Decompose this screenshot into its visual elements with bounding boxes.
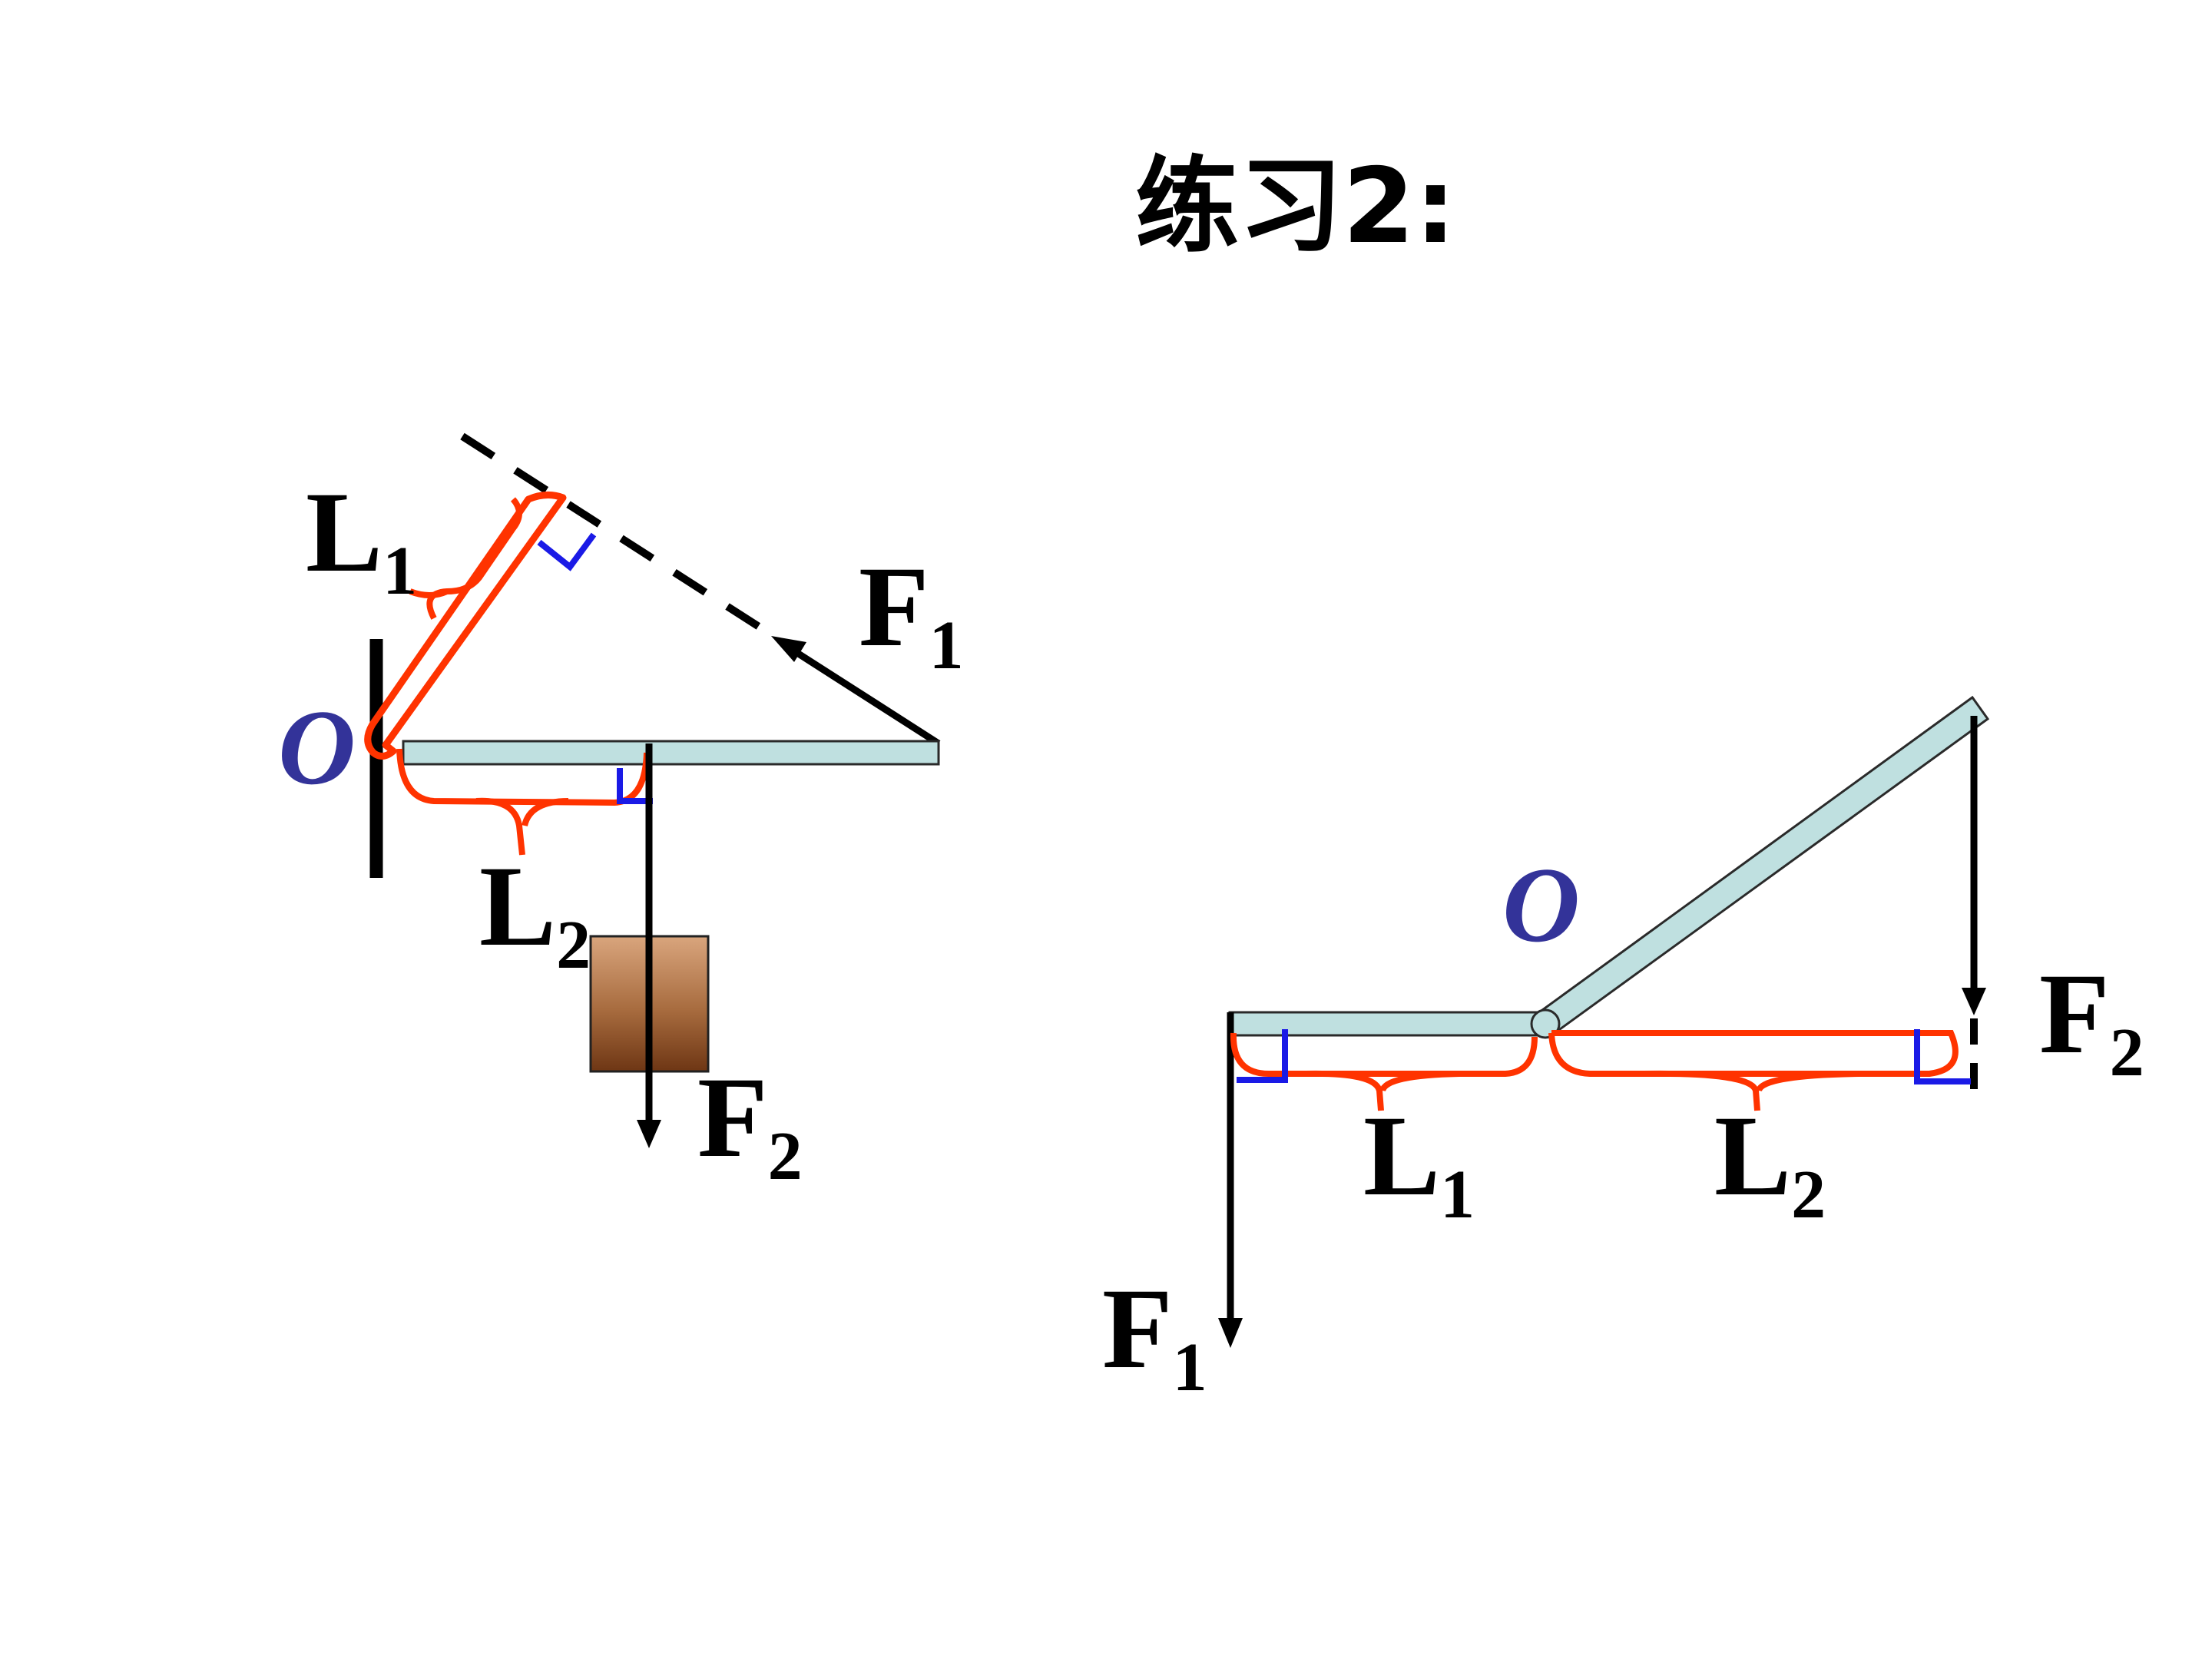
brace-icon <box>426 497 522 620</box>
left-lever-bar <box>402 740 940 766</box>
right-lever-horizontal-bar <box>1228 1011 1550 1037</box>
brace-icon <box>1305 1070 1460 1111</box>
right-f2-label: F2 <box>2039 950 2144 1091</box>
left-f2-label: F2 <box>697 1054 803 1194</box>
left-f1-label: F1 <box>859 543 964 684</box>
right-angle-mark-icon <box>1237 1029 1288 1083</box>
brace-icon <box>409 588 449 598</box>
brace-icon <box>475 797 569 856</box>
f1-arrow <box>789 646 941 747</box>
right-l2-label: L2 <box>1714 1092 1826 1233</box>
l2-arm-highlight <box>1548 1030 1959 1077</box>
right-angle-mark-icon <box>537 532 597 571</box>
arrow-head-icon <box>637 1120 661 1148</box>
left-lever-diagram: O L1 F1 L2 F2 <box>278 432 964 1194</box>
l1-arm-highlight <box>364 492 567 760</box>
right-angle-mark-icon <box>617 768 653 804</box>
arrow-head-icon <box>1218 1318 1243 1348</box>
left-pivot-label: O <box>278 688 356 807</box>
brace-icon <box>1643 1070 1859 1111</box>
right-pivot-label: O <box>1502 846 1580 965</box>
right-angle-mark-icon <box>1914 1029 1971 1084</box>
l2-arm-highlight <box>396 748 650 806</box>
left-l2-label: L2 <box>479 843 591 983</box>
arrow-head-icon <box>771 636 806 662</box>
page-title: 练习2: <box>1135 146 1456 267</box>
right-f1-label: F1 <box>1102 1265 1207 1406</box>
right-l1-label: L1 <box>1363 1092 1475 1233</box>
l1-arm-highlight <box>1230 1032 1538 1077</box>
right-lever-diagram: O F2 L1 L2 F1 <box>1102 695 2144 1406</box>
arrow-head-icon <box>1962 988 1986 1015</box>
left-l1-label: L1 <box>306 469 417 609</box>
right-lever-inclined-bar <box>1538 695 1990 1038</box>
